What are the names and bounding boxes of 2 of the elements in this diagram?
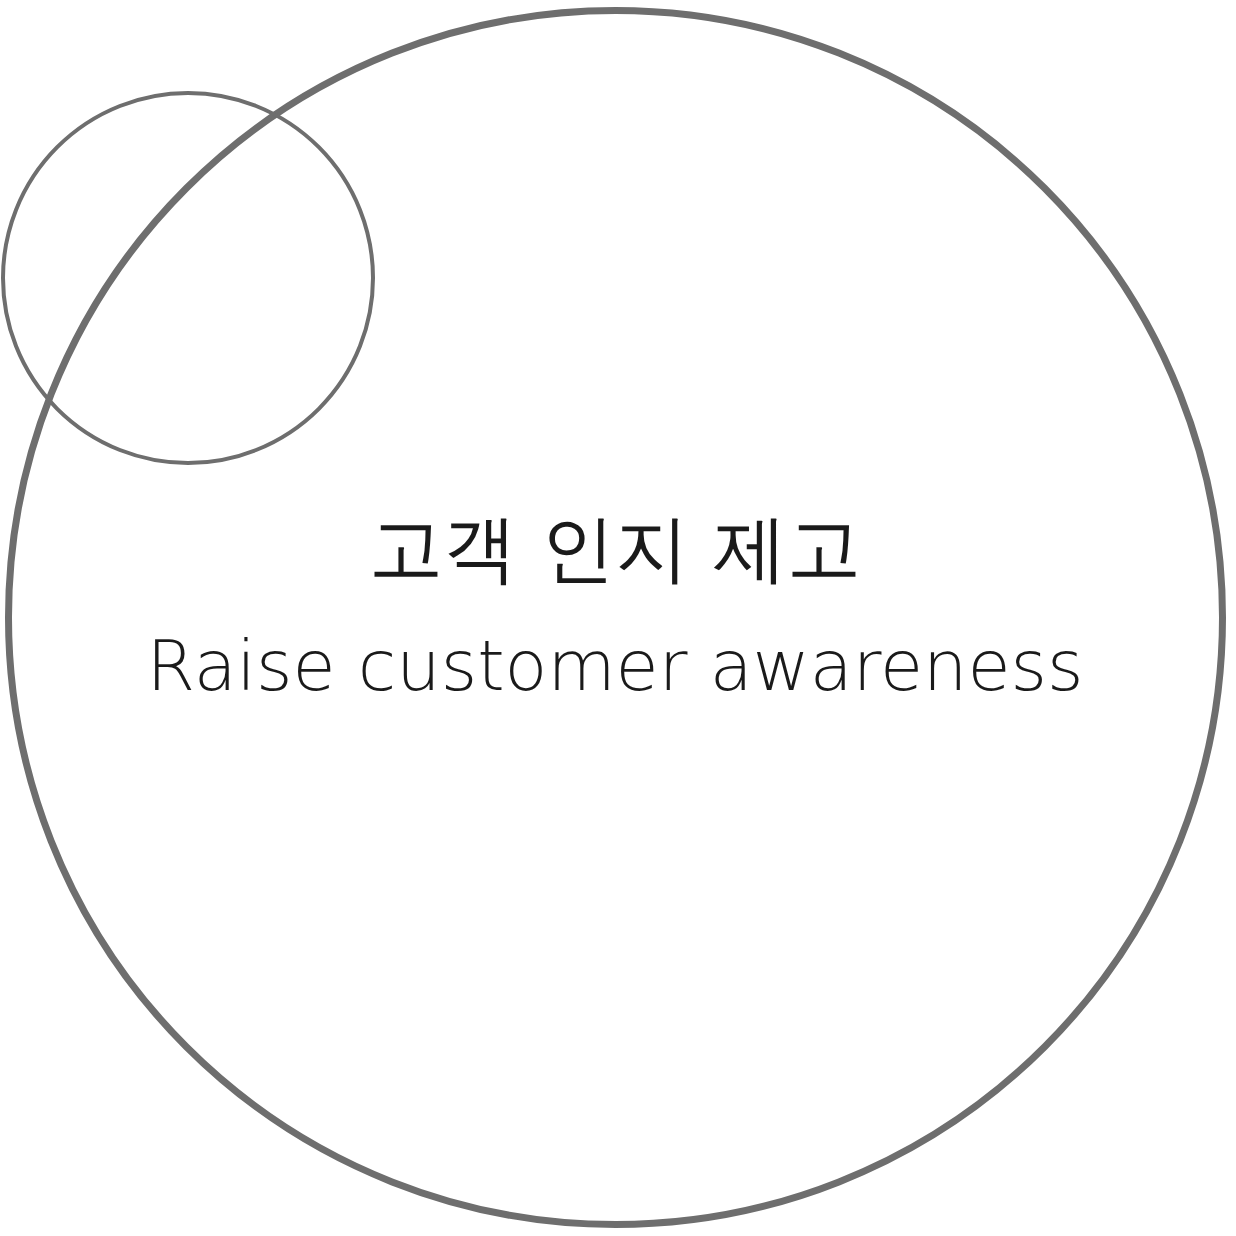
subheading-text: Raise customer awareness <box>146 625 1084 707</box>
heading-text: 고객 인지 제고 <box>369 504 861 593</box>
